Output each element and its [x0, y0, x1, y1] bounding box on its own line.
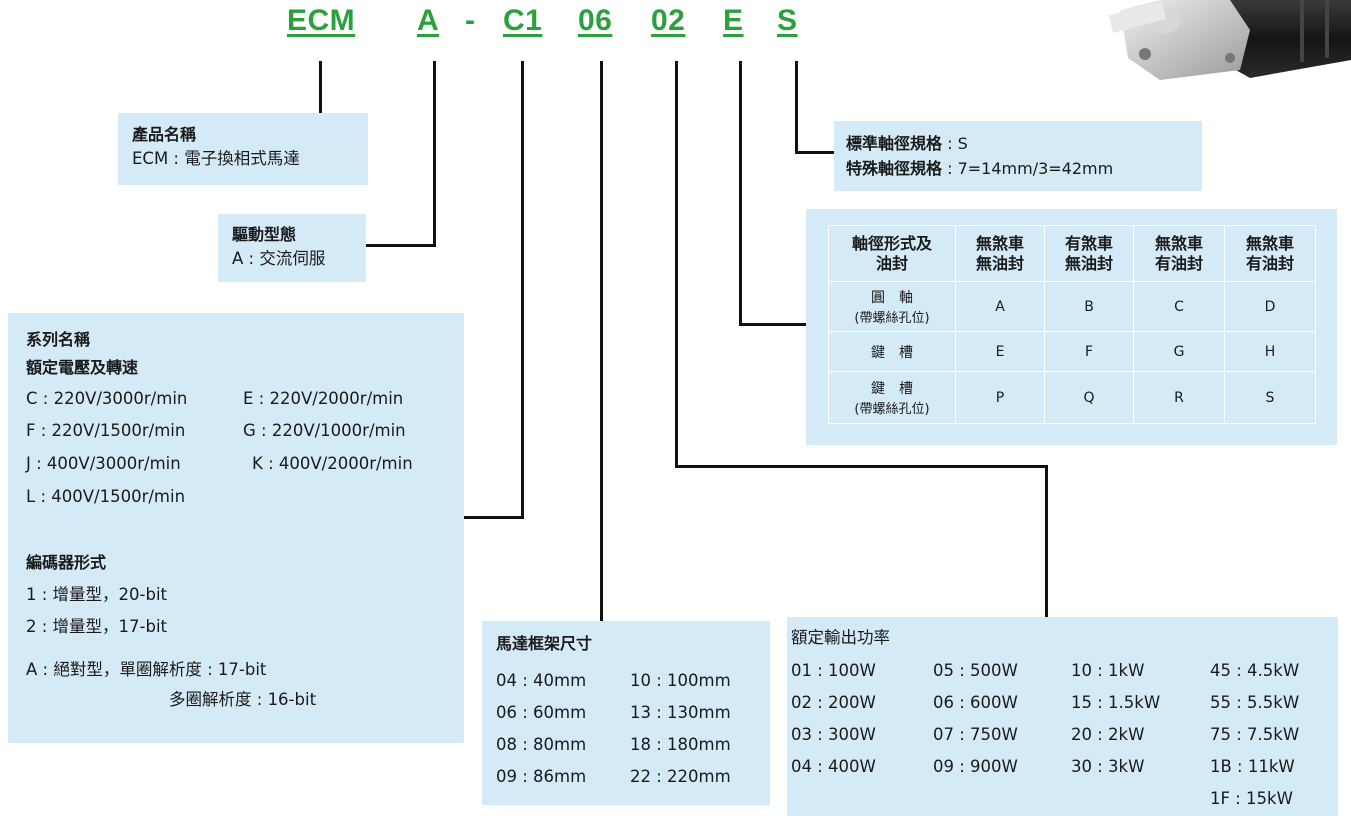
power-06: 06 : 600W — [933, 693, 1018, 712]
row-name: 圓 軸(帶螺絲孔位) — [828, 281, 956, 332]
power-30: 30 : 3kW — [1071, 757, 1145, 776]
code-02: 02 — [651, 4, 686, 37]
table-row: 鍵 槽(帶螺絲孔位) P Q R S — [828, 371, 1316, 424]
power-45: 45 : 4.5kW — [1210, 661, 1300, 680]
table-row: 鍵 槽 E F G H — [828, 331, 1316, 372]
frame-size-box: 馬達框架尺寸 04 : 40mm 10 : 100mm 06 : 60mm 13… — [482, 621, 770, 805]
encoder-1: 1 : 增量型，20-bit — [26, 585, 168, 604]
drive-title: 驅動型態 — [232, 225, 297, 244]
std-shaft-line: 標準軸徑規格 : S — [846, 134, 968, 153]
frame-08: 08 : 80mm — [496, 735, 587, 754]
product-name-box: 產品名稱 ECM : 電子換相式馬達 — [118, 113, 368, 185]
power-05: 05 : 500W — [933, 661, 1018, 680]
encoder-a-multi: 多圈解析度 : 16-bit — [169, 690, 317, 709]
frame-title: 馬達框架尺寸 — [496, 634, 593, 653]
table-cell: F — [1044, 331, 1134, 372]
table-header-col1: 無煞車無油封 — [955, 225, 1045, 282]
speed-f: F : 220V/1500r/min — [26, 421, 186, 440]
line-s-h — [795, 151, 835, 154]
code-a: A — [417, 4, 440, 37]
speed-l: L : 400V/1500r/min — [26, 487, 186, 506]
line-c1-h — [464, 516, 524, 519]
drive-type-box: 驅動型態 A : 交流伺服 — [218, 214, 366, 282]
frame-04: 04 : 40mm — [496, 671, 587, 690]
product-title: 產品名稱 — [132, 125, 197, 144]
power-09: 09 : 900W — [933, 757, 1018, 776]
power-10: 10 : 1kW — [1071, 661, 1145, 680]
frame-10: 10 : 100mm — [630, 671, 731, 690]
frame-22: 22 : 220mm — [630, 767, 731, 786]
power-01: 01 : 100W — [791, 661, 876, 680]
table-row: 圓 軸(帶螺絲孔位) A B C D — [828, 281, 1316, 332]
table-cell: S — [1224, 371, 1316, 424]
encoder-title: 編碼器形式 — [26, 553, 107, 572]
line-06-v — [600, 61, 603, 621]
power-55: 55 : 5.5kW — [1210, 693, 1300, 712]
drive-line: A : 交流伺服 — [232, 249, 326, 268]
frame-18: 18 : 180mm — [630, 735, 731, 754]
line-a-h — [366, 244, 436, 247]
power-75: 75 : 7.5kW — [1210, 725, 1300, 744]
table-header-col4: 無煞車有油封 — [1224, 225, 1316, 282]
power-04: 04 : 400W — [791, 757, 876, 776]
shaft-spec-box: 標準軸徑規格 : S 特殊軸徑規格 : 7=14mm/3=42mm — [834, 121, 1202, 191]
shaft-type-table: 軸徑形式及油封 無煞車無油封 有煞車無油封 無煞車有油封 無煞車有油封 圓 軸(… — [828, 225, 1316, 424]
table-cell: Q — [1044, 371, 1134, 424]
power-07: 07 : 750W — [933, 725, 1018, 744]
table-header-col2: 有煞車無油封 — [1044, 225, 1134, 282]
servo-motor-image — [1108, 0, 1351, 80]
table-cell: D — [1224, 281, 1316, 332]
row-name: 鍵 槽 — [828, 331, 956, 372]
line-ecm — [319, 61, 322, 113]
table-header-shaft: 軸徑形式及油封 — [828, 225, 956, 282]
table-cell: E — [955, 331, 1045, 372]
power-20: 20 : 2kW — [1071, 725, 1145, 744]
power-03: 03 : 300W — [791, 725, 876, 744]
frame-09: 09 : 86mm — [496, 767, 587, 786]
power-02: 02 : 200W — [791, 693, 876, 712]
line-02-v — [675, 61, 678, 468]
table-cell: H — [1224, 331, 1316, 372]
code-ecm: ECM — [287, 4, 356, 37]
power-15: 15 : 1.5kW — [1071, 693, 1161, 712]
encoder-a: A : 絕對型，單圈解析度 : 17-bit — [26, 660, 267, 679]
code-dash: - — [465, 4, 476, 37]
speed-c: C : 220V/3000r/min — [26, 389, 188, 408]
line-02-v2 — [1045, 465, 1048, 617]
code-s: S — [777, 4, 798, 37]
table-cell: G — [1133, 331, 1225, 372]
special-shaft-line: 特殊軸徑規格 : 7=14mm/3=42mm — [846, 159, 1114, 178]
power-1b: 1B : 11kW — [1210, 757, 1295, 776]
table-cell: R — [1133, 371, 1225, 424]
series-box: 系列名稱 額定電壓及轉速 C : 220V/3000r/min E : 220V… — [8, 313, 464, 743]
line-c1-v — [521, 61, 524, 519]
voltage-speed-title: 額定電壓及轉速 — [26, 358, 139, 377]
power-1f: 1F : 15kW — [1210, 789, 1293, 808]
code-e: E — [723, 4, 744, 37]
table-header-col3: 無煞車有油封 — [1133, 225, 1225, 282]
table-cell: B — [1044, 281, 1134, 332]
speed-e: E : 220V/2000r/min — [243, 389, 404, 408]
frame-06: 06 : 60mm — [496, 703, 587, 722]
line-e-h — [739, 323, 806, 326]
line-a-v — [433, 61, 436, 247]
series-title: 系列名稱 — [26, 330, 91, 349]
table-cell: A — [955, 281, 1045, 332]
code-06: 06 — [578, 4, 613, 37]
frame-13: 13 : 130mm — [630, 703, 731, 722]
row-name: 鍵 槽(帶螺絲孔位) — [828, 371, 956, 424]
speed-k: K : 400V/2000r/min — [252, 454, 413, 473]
product-line: ECM : 電子換相式馬達 — [132, 149, 300, 168]
speed-j: J : 400V/3000r/min — [26, 454, 181, 473]
code-c1: C1 — [503, 4, 543, 37]
table-cell: C — [1133, 281, 1225, 332]
encoder-2: 2 : 增量型，17-bit — [26, 617, 168, 636]
line-s-v — [795, 61, 798, 154]
table-cell: P — [955, 371, 1045, 424]
line-02-h — [675, 465, 1048, 468]
rated-power-box: 額定輸出功率 01 : 100W 02 : 200W 03 : 300W 04 … — [787, 617, 1338, 816]
power-title: 額定輸出功率 — [791, 628, 890, 647]
line-e-v — [739, 61, 742, 326]
speed-g: G : 220V/1000r/min — [243, 421, 406, 440]
